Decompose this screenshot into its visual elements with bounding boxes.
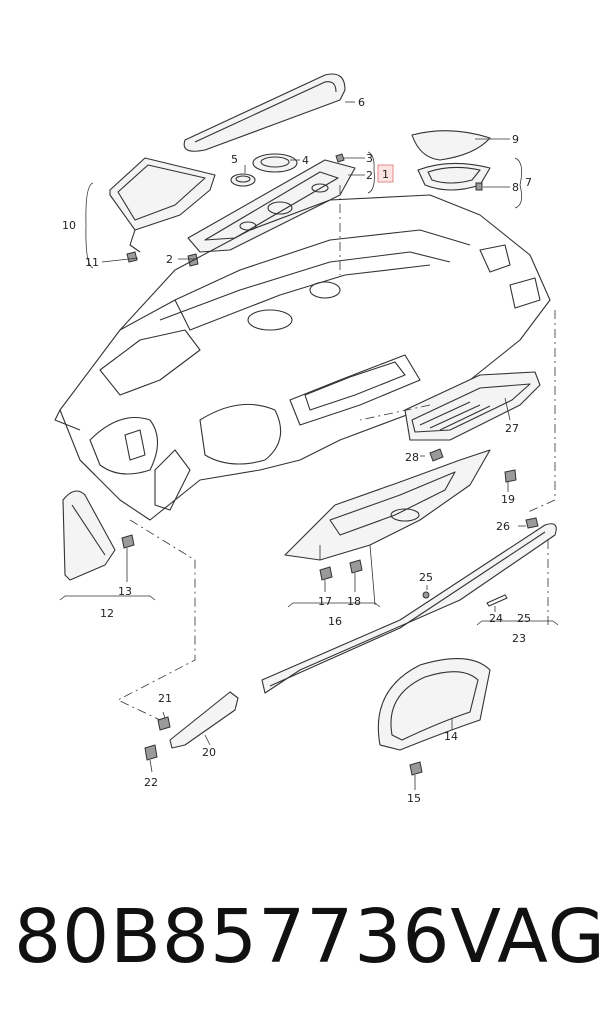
part-23-trim-strip <box>261 523 557 694</box>
dashboard-body <box>54 194 551 521</box>
callout-25b: 25 <box>517 612 531 625</box>
callout-25a: 25 <box>419 571 433 584</box>
part-13-clip <box>121 534 135 549</box>
caption: 80B857736 VAG <box>14 882 600 992</box>
callout-14: 14 <box>444 730 458 743</box>
part-24-strip <box>486 594 508 607</box>
exploded-parts-diagram: 1 2 3 4 5 6 9 8 7 10 11 2 27 28 19 26 13… <box>54 73 559 805</box>
part-9-cover <box>411 130 491 161</box>
part-28-screw <box>429 448 444 462</box>
callout-6: 6 <box>358 96 365 109</box>
part-4-speaker <box>252 153 298 173</box>
callout-10: 10 <box>62 219 76 232</box>
part-20-knee-trim <box>169 691 239 749</box>
part-15-screw <box>409 761 423 776</box>
callout-28: 28 <box>405 451 419 464</box>
part-1-highlight <box>377 164 394 183</box>
callout-4: 4 <box>302 154 309 167</box>
part-22-screw <box>144 744 158 761</box>
part-14-cluster-surround <box>377 658 491 751</box>
callout-17: 17 <box>318 595 332 608</box>
callout-15: 15 <box>407 792 421 805</box>
group-brackets <box>59 595 559 626</box>
callout-5: 5 <box>231 153 238 166</box>
callout-3: 3 <box>366 152 373 165</box>
callout-2b: 2 <box>166 253 173 266</box>
callout-20: 20 <box>202 746 216 759</box>
callout-labels: 1 2 3 4 5 6 9 8 7 10 11 2 27 28 19 26 13… <box>62 96 532 805</box>
connection-lines <box>117 185 556 721</box>
callout-8: 8 <box>512 181 519 194</box>
callout-18: 18 <box>347 595 361 608</box>
callout-12: 12 <box>100 607 114 620</box>
part-19-screw <box>504 469 517 483</box>
part-16-lower-panel <box>284 449 491 561</box>
part-18-clip <box>349 559 363 574</box>
callout-11: 11 <box>85 256 99 269</box>
part-12-side-trim <box>62 490 116 581</box>
callout-21: 21 <box>158 692 172 705</box>
part-number: 80B857736 <box>14 894 451 980</box>
callout-19: 19 <box>501 493 515 506</box>
callout-26: 26 <box>496 520 510 533</box>
part-26-clip <box>525 517 539 529</box>
callout-23: 23 <box>512 632 526 645</box>
callout-13: 13 <box>118 585 132 598</box>
callout-22: 22 <box>144 776 158 789</box>
part-10-left-housing <box>109 157 216 253</box>
part-21-clip <box>157 716 171 731</box>
callout-7: 7 <box>525 176 532 189</box>
part-5-ring <box>230 173 256 187</box>
callout-16: 16 <box>328 615 342 628</box>
leader-lines <box>85 101 526 790</box>
part-17-clip <box>319 566 333 581</box>
brand: VAG <box>450 894 600 980</box>
callout-24: 24 <box>489 612 503 625</box>
part-3-clip <box>335 153 345 163</box>
part-25-clip <box>422 591 430 599</box>
callout-27: 27 <box>505 422 519 435</box>
part-7-vent-housing <box>417 162 491 191</box>
callout-9: 9 <box>512 133 519 146</box>
part-11-clip <box>126 251 138 263</box>
part-1-bracket <box>187 159 356 253</box>
callout-1: 1 <box>382 168 389 181</box>
part-27-bracket <box>404 371 541 441</box>
part-6-top-cover <box>183 73 346 152</box>
callout-2a: 2 <box>366 169 373 182</box>
